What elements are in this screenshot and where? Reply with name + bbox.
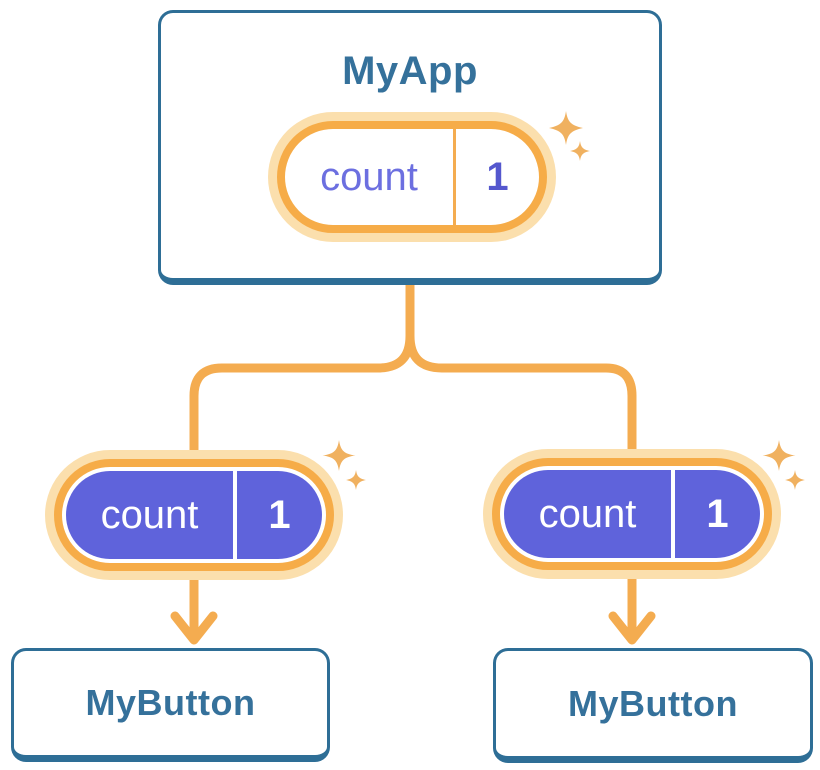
left-child-component-card: MyButton [11,648,330,762]
right-child-component-card: MyButton [493,648,813,763]
root-component-title: MyApp [342,49,478,93]
sparkle-icon-large [549,111,583,145]
arrow-down-icon [608,611,656,645]
pill-divider [671,470,675,558]
pill-divider [233,471,237,559]
child-component-title: MyButton [568,682,738,724]
prop-pill-ring: count 1 [492,458,772,570]
state-value-cell: 1 [456,129,539,225]
sparkle-icon-small [570,141,590,161]
prop-name-cell: count [504,470,671,558]
child-component-title: MyButton [85,682,256,723]
state-value-label: 1 [486,154,509,199]
prop-name-label: count [100,492,199,537]
sparkle-icon-small [785,470,805,490]
prop-pill-body: count 1 [504,470,760,558]
prop-name-label: count [538,491,637,536]
right-prop-pill: count 1 [483,449,781,579]
state-name-cell: count [285,129,453,225]
left-prop-pill: count 1 [45,450,343,580]
sparkle-icon-small [346,470,366,490]
sparkle-icon-large [322,440,356,471]
sparkles-icon [762,440,805,490]
pill-divider [453,129,456,225]
state-pill-body: count 1 [277,121,547,233]
prop-pill-ring: count 1 [54,459,334,571]
prop-value-label: 1 [706,491,729,536]
arrow-down-icon [170,611,218,645]
sparkle-icon-large [762,440,796,471]
sparkles-icon [549,111,590,161]
connector-root-to-right-child [405,280,637,641]
prop-value-label: 1 [268,492,291,537]
state-name-label: count [320,154,418,199]
prop-name-cell: count [66,471,233,559]
root-state-pill: count 1 [268,112,556,242]
prop-pill-body: count 1 [66,471,322,559]
prop-value-cell: 1 [237,471,322,559]
prop-value-cell: 1 [675,470,760,558]
sparkles-icon [322,440,366,490]
